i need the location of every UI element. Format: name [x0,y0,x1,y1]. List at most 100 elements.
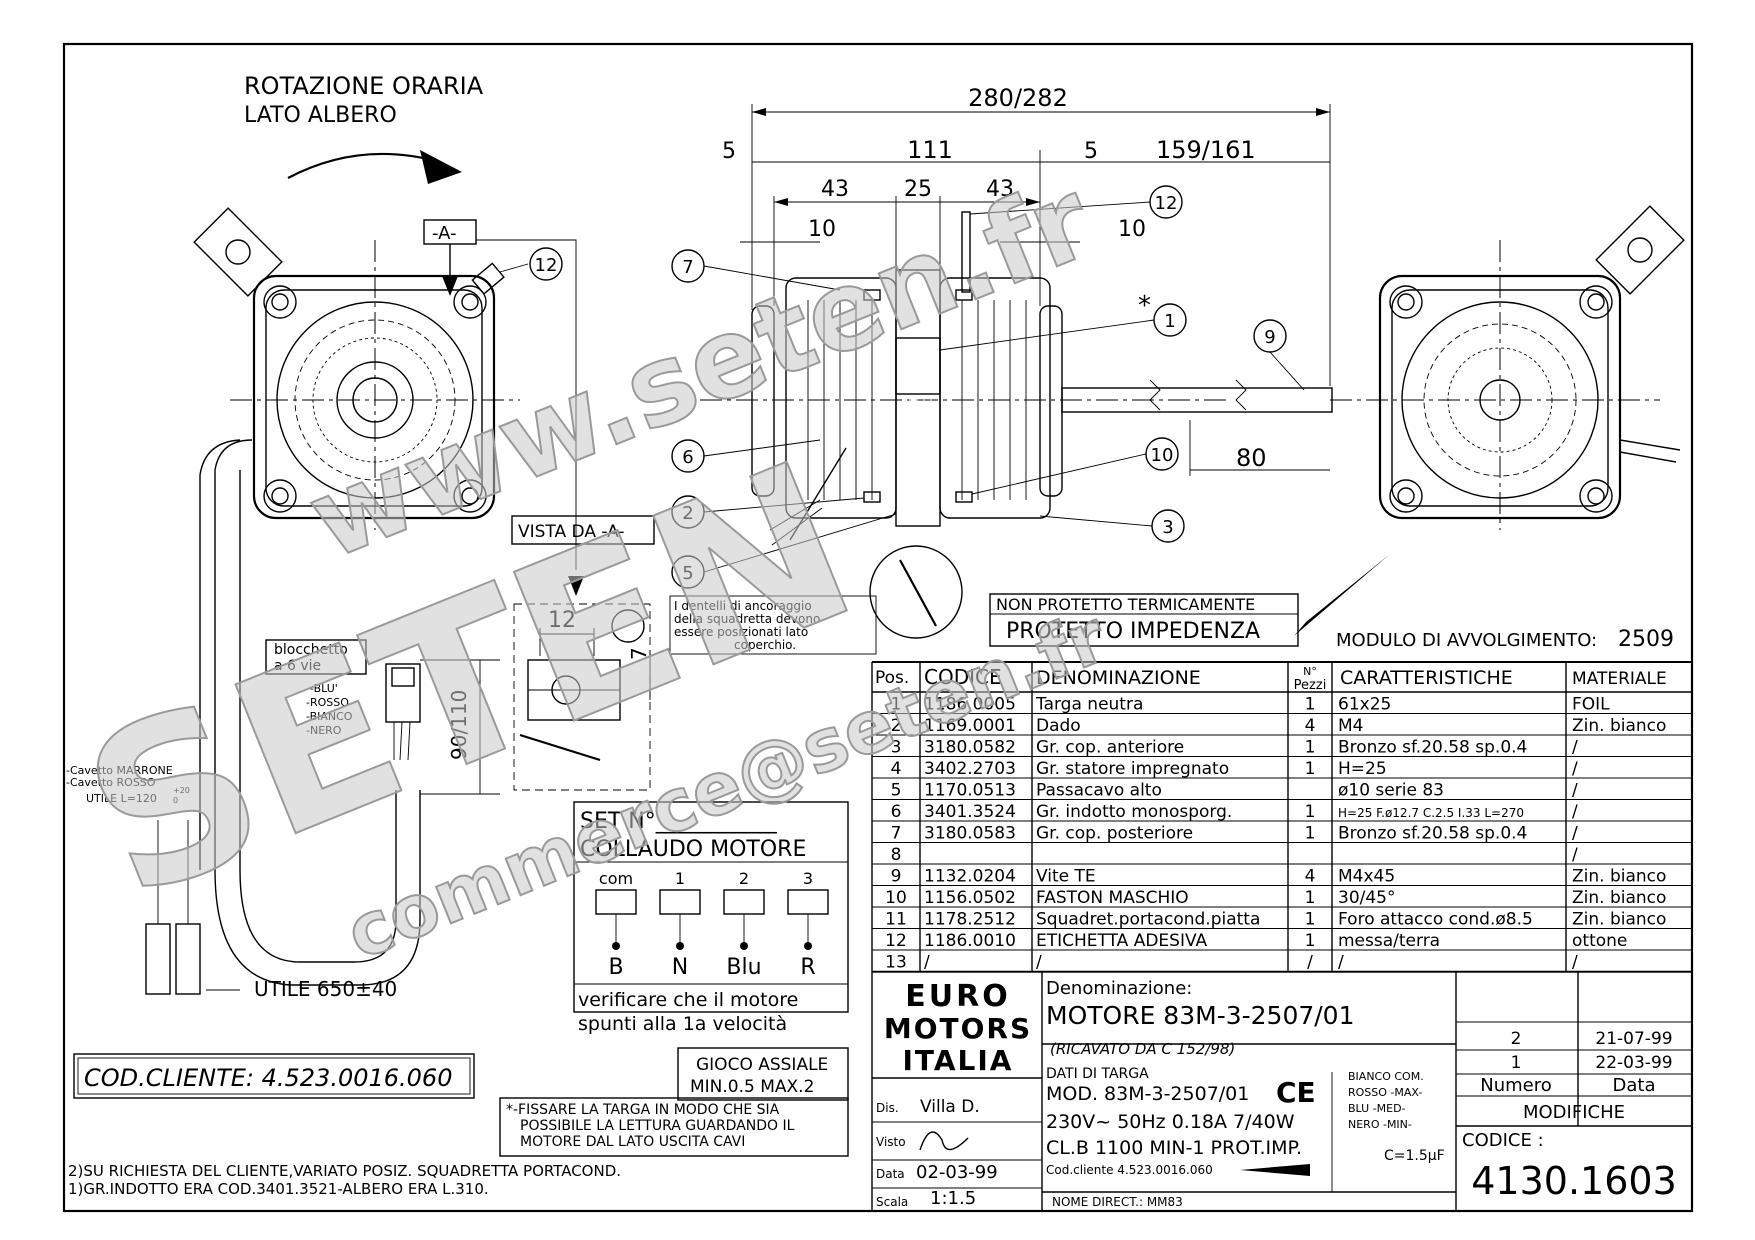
axial-box [677,1047,849,1101]
bom-material: / [1572,802,1578,822]
bom-pos: 5 [891,781,902,801]
bom-pos: 13 [885,953,907,973]
wiring-blu: BLU -MED- [1348,1102,1406,1115]
date-label: Data [876,1167,905,1181]
bom-pos: 9 [891,867,902,887]
callout-12 [611,609,645,643]
test-verify-2: spunti alla 1a velocità [578,1013,787,1035]
bom-header-pieces: Pezzi [1294,678,1327,693]
winding-label: MODULO DI AVVOLGIMENTO: [1336,630,1597,651]
bom-denom: FASTON MASCHIO [1036,888,1189,908]
bom-header-char: CARATTERISTICHE [1340,667,1513,689]
bom-material: Zin. bianco [1572,716,1666,736]
client-code-box [73,1053,475,1099]
rotation-subtitle: LATO ALBERO [244,103,397,128]
svg-text:12: 12 [535,255,558,276]
code-label: CODICE : [1462,1130,1544,1151]
anchor-note-4: coperchio. [734,638,796,652]
block-label-box [265,639,367,675]
plate-class: CL.B 1100 MIN-1 PROT.IMP. [1046,1137,1302,1159]
bom-qty: 1 [1305,910,1316,930]
bom-pos: 6 [891,802,902,822]
bom-header-denom: DENOMINAZIONE [1036,667,1201,689]
view-label: VISTA DA -A- [518,522,625,542]
dim-right-gap: 5 [1084,139,1098,164]
dim-rim-right: 10 [1118,217,1146,242]
dim-left-gap: 5 [722,139,736,164]
bom-code: 3402.2703 [924,759,1016,779]
bom-header-material: MATERIALE [1572,669,1667,689]
dim-seg-mid: 25 [904,177,932,202]
anchor-note-2: della squadretta devono [674,612,820,626]
detail-magnifier [869,545,963,639]
bom-pos: 12 [885,931,907,951]
rev-1-number: 1 [1511,1053,1522,1073]
bom-pos: 2 [891,716,902,736]
motor-name: MOTORE 83M-3-2507/01 [1046,1001,1355,1030]
wire-nero: -NERO [306,724,342,737]
wiring-bianco: BIANCO COM. [1348,1070,1424,1083]
watermark-url: www.seten.fr [292,155,1109,584]
title-block [871,971,1693,1212]
bom-char: H=25 [1338,759,1387,779]
bom-material: / [1572,953,1578,973]
bom-code: 1132.0204 [924,867,1016,887]
bom-code: 1178.2512 [924,910,1016,930]
capacitor: C=1.5µF [1384,1148,1445,1164]
test-term-1: 1 [675,869,685,888]
revision-note-2: 2)SU RICHIESTA DEL CLIENTE,VARIATO POSIZ… [68,1162,621,1180]
star-note-box [499,1097,849,1157]
bom-qty: 1 [1305,695,1316,715]
client-code: COD.CLIENTE: 4.523.0016.060 [84,1064,452,1092]
bom-pos: 11 [885,910,907,930]
bom-qty: 4 [1305,716,1316,736]
bom-material: Zin. bianco [1572,867,1666,887]
bom-denom: Passacavo alto [1036,781,1162,801]
bom-material: Zin. bianco [1572,888,1666,908]
denom-label: Denominazione: [1046,978,1192,999]
bom-char: 30/45° [1338,888,1396,908]
bom-code: 1170.0513 [924,781,1016,801]
plate-electrical: 230V~ 50Hz 0.18A 7/40W [1046,1111,1295,1133]
wire-bianco: -BIANCO [306,710,353,723]
bom-char: M4x45 [1338,867,1395,887]
bom-code: 1156.0502 [924,888,1016,908]
bom-code: 3180.0582 [924,738,1016,758]
bom-denom: / [1036,953,1042,973]
bom-code: 1186.0005 [924,695,1016,715]
bom-pos: 3 [891,738,902,758]
bom-char: Bronzo sf.20.58 sp.0.4 [1338,824,1527,844]
ce-mark: CE [1276,1076,1316,1109]
left-end-view [193,207,520,986]
plate-arrow-icon [1240,1164,1310,1176]
cable-brown-label: -Cavetto MARRONE [66,764,173,777]
plate-label: DATI DI TARGA [1046,1066,1149,1082]
bom-material: / [1572,738,1578,758]
bom-denom: Vite TE [1036,867,1096,887]
checked-label: Visto [876,1135,906,1149]
cable-tol-high: +20 [173,786,190,795]
anchor-note-1: I dentelli di ancoraggio [674,599,812,613]
cable-tol-low: 0 [173,796,178,805]
bom-pos: 8 [891,845,902,865]
bom-material: FOIL [1572,695,1610,715]
dim-seg-right: 43 [986,177,1014,202]
bom-char: messa/terra [1338,931,1440,951]
bom-denom: Gr. statore impregnato [1036,759,1229,779]
bom-material: / [1572,781,1578,801]
protection-line2: PROTETTO IMPEDENZA [1006,619,1260,644]
bom-qty: / [1307,953,1313,973]
anchor-note-3: essere posizionati lato [674,625,808,639]
protection-box [989,593,1299,647]
bom-material: / [1572,759,1578,779]
signature-icon [919,1131,969,1151]
bom-pos: 7 [891,824,902,844]
rotation-title: ROTAZIONE ORARIA [244,72,484,100]
right-end-view [1330,205,1685,530]
callout-7: 7 [682,257,693,278]
rotation-arrowhead-icon [420,150,462,184]
bom-denom: Gr. cop. posteriore [1036,824,1193,844]
dim-overall: 280/282 [968,84,1068,112]
dim-rim-left: 10 [808,217,836,242]
